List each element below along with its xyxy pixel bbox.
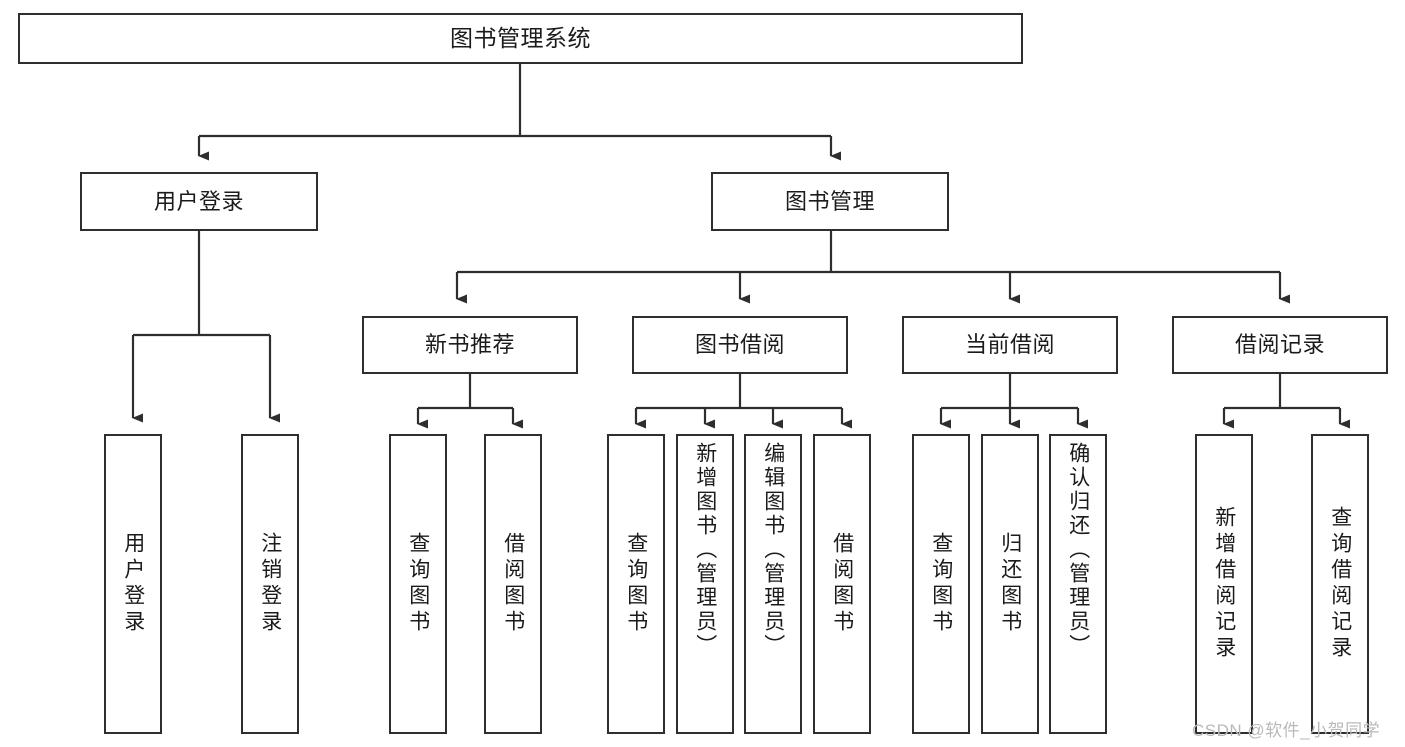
node-label: 图书借阅 bbox=[694, 332, 785, 358]
leaf-edit-book-admin[interactable]: 编辑图书（管理员） bbox=[744, 434, 802, 734]
node-user-login[interactable]: 用户登录 bbox=[80, 172, 318, 231]
leaf-return-book[interactable]: 归还图书 bbox=[981, 434, 1039, 734]
node-label: 查询图书 bbox=[929, 532, 953, 636]
node-label: 归还图书 bbox=[998, 532, 1022, 636]
node-current-borrow[interactable]: 当前借阅 bbox=[902, 316, 1118, 374]
leaf-confirm-return-admin[interactable]: 确认归还（管理员） bbox=[1049, 434, 1107, 734]
node-label: 编辑图书（管理员） bbox=[761, 442, 785, 658]
node-label: 新书推荐 bbox=[424, 332, 515, 358]
node-borrow-record[interactable]: 借阅记录 bbox=[1172, 316, 1388, 374]
node-label: 图书管理 bbox=[784, 188, 875, 214]
node-label: 借阅图书 bbox=[830, 532, 854, 636]
node-new-book-recommend[interactable]: 新书推荐 bbox=[362, 316, 578, 374]
node-label: 借阅图书 bbox=[501, 532, 525, 636]
node-root-book-management-system[interactable]: 图书管理系统 bbox=[18, 13, 1023, 64]
leaf-query-borrow-record[interactable]: 查询借阅记录 bbox=[1311, 434, 1369, 734]
node-label: 用户登录 bbox=[121, 532, 145, 636]
node-label: 新增图书（管理员） bbox=[693, 442, 717, 658]
leaf-query-book-recommend[interactable]: 查询图书 bbox=[389, 434, 447, 734]
node-label: 用户登录 bbox=[153, 188, 244, 214]
node-label: 确认归还（管理员） bbox=[1066, 442, 1090, 658]
leaf-logout[interactable]: 注销登录 bbox=[241, 434, 299, 734]
leaf-query-book-borrow[interactable]: 查询图书 bbox=[607, 434, 665, 734]
node-label: 当前借阅 bbox=[964, 332, 1055, 358]
node-label: 新增借阅记录 bbox=[1212, 506, 1236, 662]
leaf-borrow-book[interactable]: 借阅图书 bbox=[813, 434, 871, 734]
node-label: 查询图书 bbox=[624, 532, 648, 636]
csdn-watermark: CSDN @软件_小贺同学 bbox=[1192, 721, 1381, 740]
node-book-management[interactable]: 图书管理 bbox=[711, 172, 949, 231]
node-label: 查询图书 bbox=[406, 532, 430, 636]
node-label: 查询借阅记录 bbox=[1328, 506, 1352, 662]
leaf-add-borrow-record[interactable]: 新增借阅记录 bbox=[1195, 434, 1253, 734]
leaf-borrow-book-recommend[interactable]: 借阅图书 bbox=[484, 434, 542, 734]
node-label: 图书管理系统 bbox=[450, 24, 591, 51]
node-label: 借阅记录 bbox=[1234, 332, 1325, 358]
leaf-query-book-current[interactable]: 查询图书 bbox=[912, 434, 970, 734]
node-label: 注销登录 bbox=[258, 532, 282, 636]
leaf-user-login[interactable]: 用户登录 bbox=[104, 434, 162, 734]
leaf-add-book-admin[interactable]: 新增图书（管理员） bbox=[676, 434, 734, 734]
node-book-borrow[interactable]: 图书借阅 bbox=[632, 316, 848, 374]
